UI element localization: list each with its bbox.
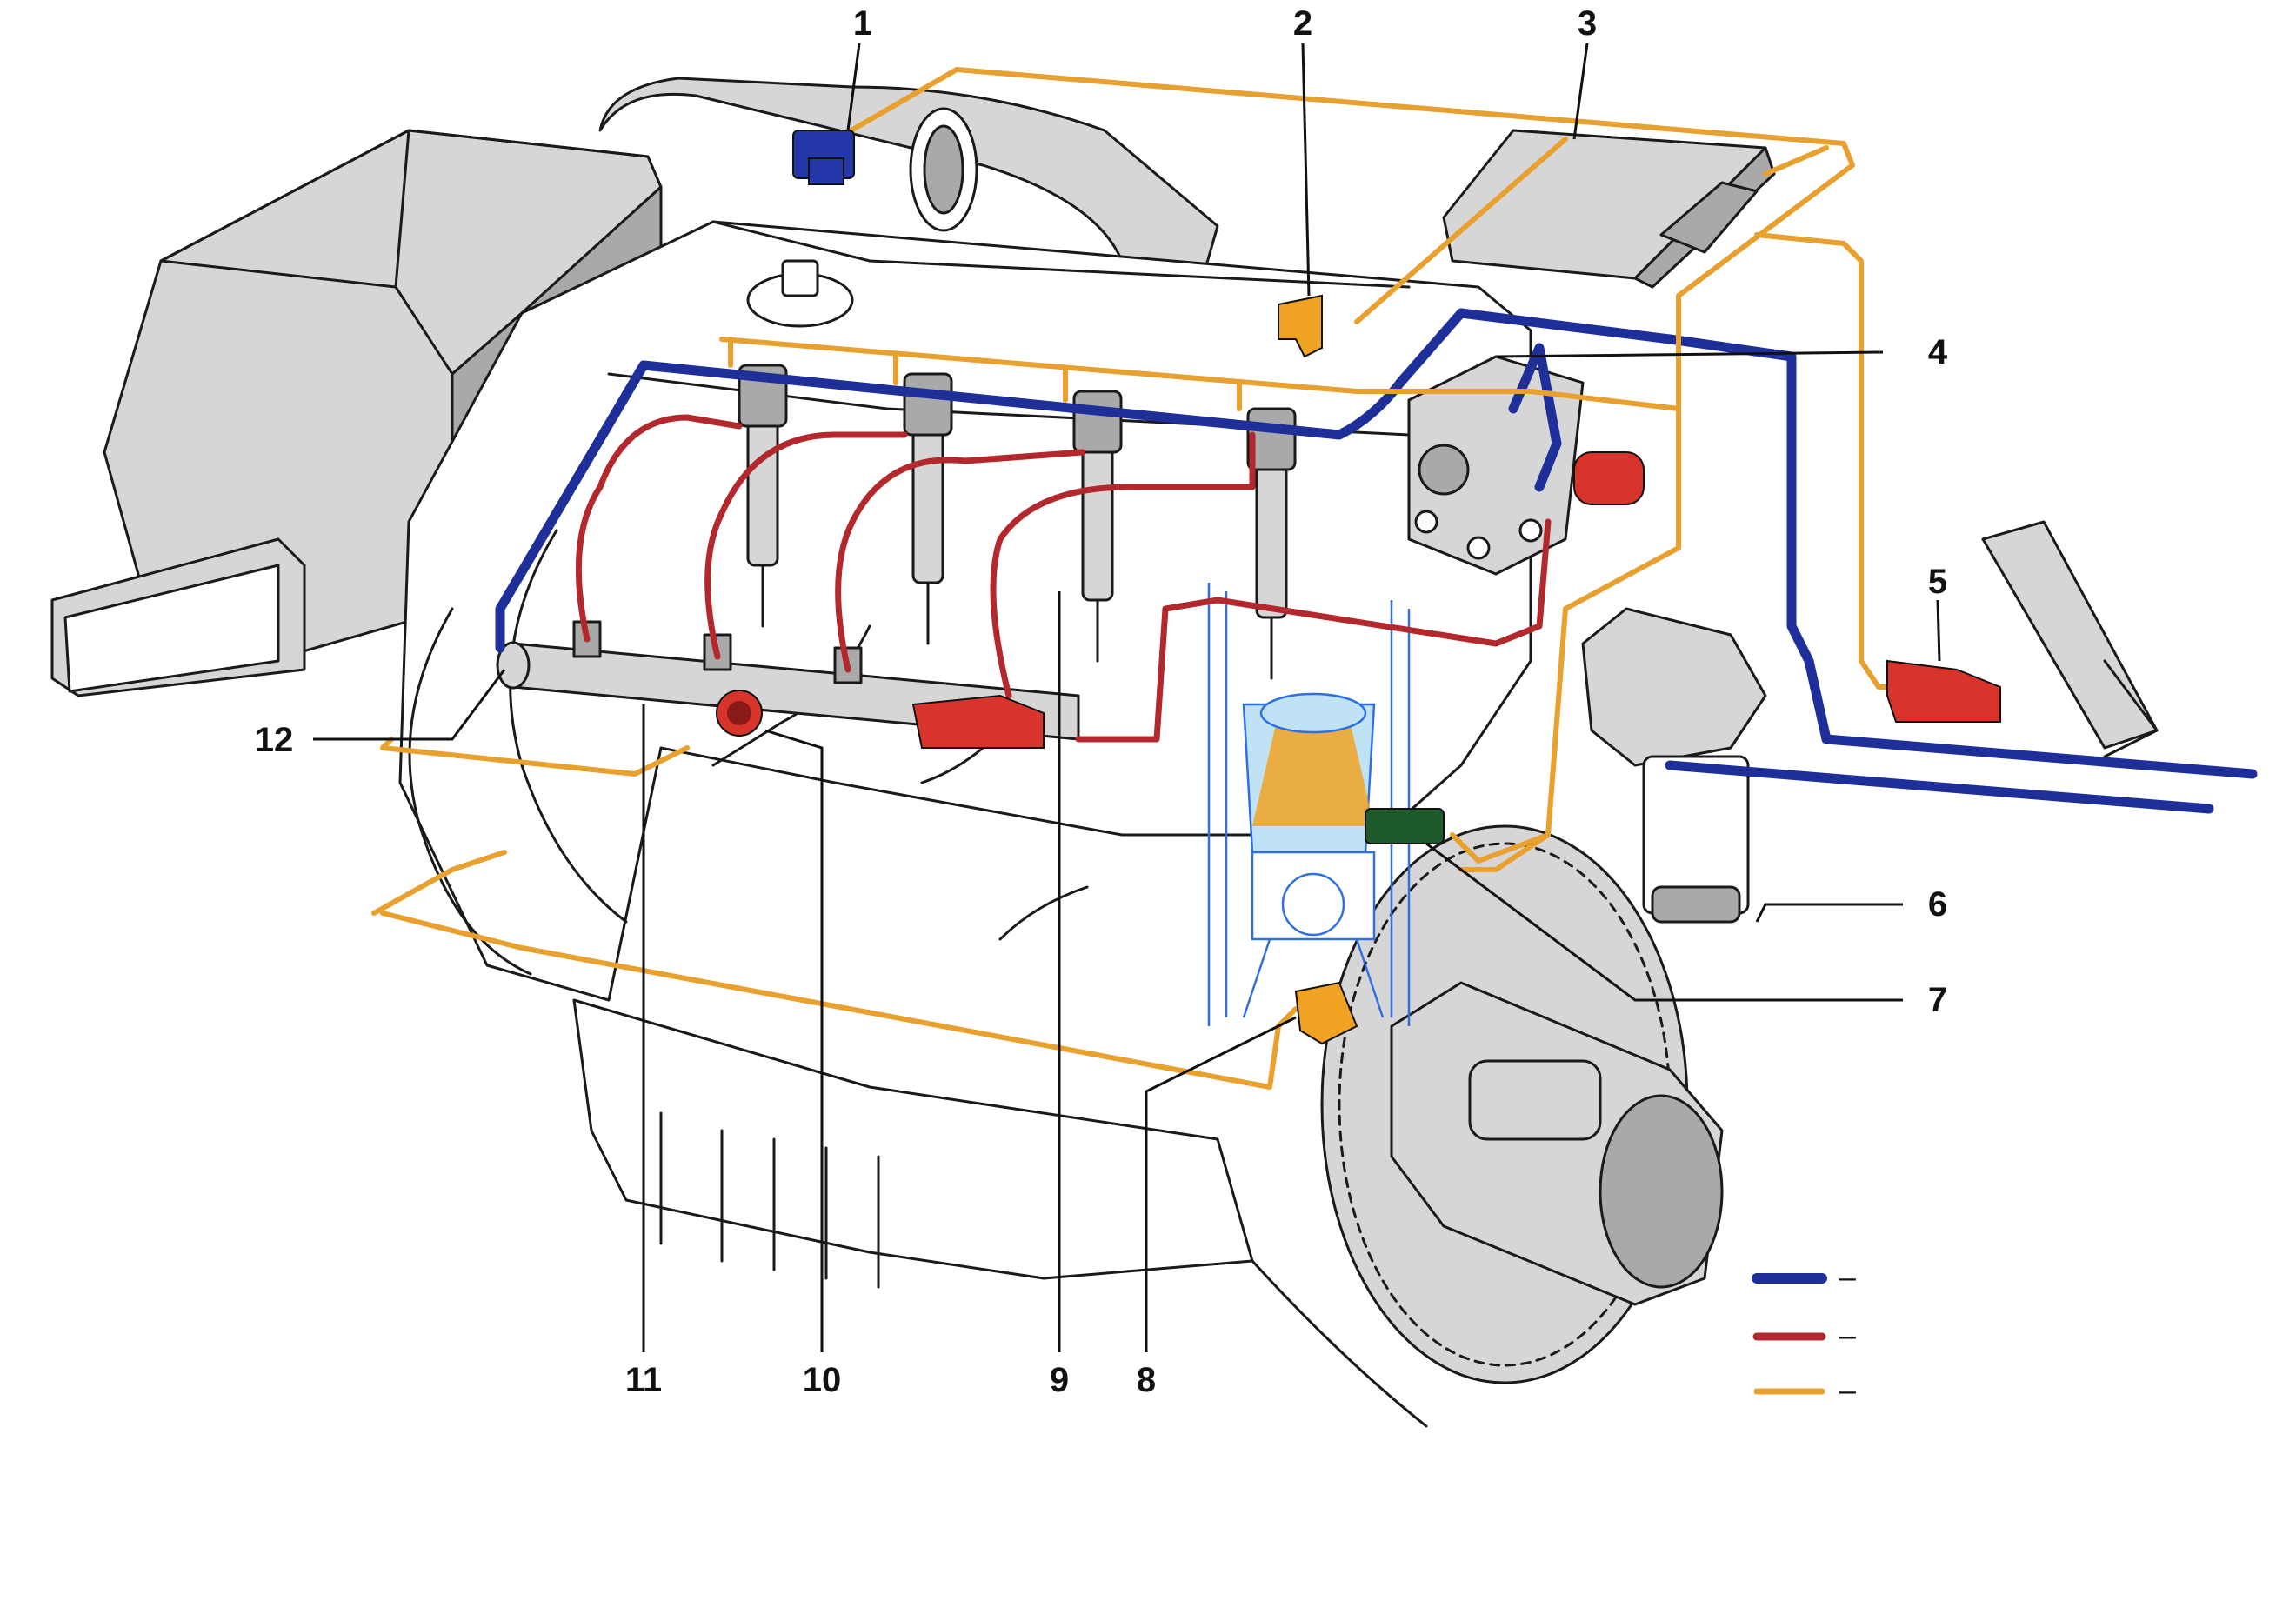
rail-pressure-sensor [716, 690, 763, 737]
starter-motor [1390, 981, 1724, 1306]
callout-11: 11 [625, 1361, 662, 1399]
legend-item-electrical: – [1753, 1374, 1856, 1407]
ecu-control-unit [1442, 129, 1776, 289]
callout-5: 5 [1928, 563, 1947, 601]
callout-2: 2 [1293, 4, 1312, 43]
legend-label-high-pressure: – [1839, 1319, 1856, 1352]
crank-speed-sensor [1294, 981, 1358, 1045]
legend-item-high-pressure: – [1752, 1319, 1856, 1352]
callout-7: 7 [1928, 981, 1947, 1019]
callout-8: 8 [1137, 1361, 1156, 1399]
callout-1: 1 [853, 4, 872, 43]
legend-item-low-pressure: – [1752, 1261, 1856, 1294]
pressure-limiter [911, 694, 1045, 749]
callout-4: 4 [1928, 333, 1948, 371]
injectors [738, 364, 1297, 680]
intake-hose [598, 77, 1219, 289]
pressure-control-valve [1573, 451, 1645, 505]
electrical-wiring [371, 67, 1933, 1090]
callout-3: 3 [1578, 4, 1597, 43]
coolant-temp-sensor [1278, 294, 1323, 358]
callout-9: 9 [1050, 1361, 1069, 1399]
fuel-filter [1581, 607, 1767, 924]
callout-labels: 1 2 3 4 5 6 7 8 9 10 11 12 [255, 4, 1948, 1399]
high-pressure-lines [575, 414, 1552, 743]
sensors [716, 130, 2001, 1045]
leader-lines [313, 43, 1941, 1352]
legend-label-low-pressure: – [1839, 1261, 1856, 1294]
high-pressure-pump [1407, 355, 1585, 576]
legend: – – – [1752, 1261, 1856, 1407]
legend-label-electrical: – [1839, 1374, 1856, 1407]
callout-6: 6 [1928, 885, 1947, 924]
accelerator-pedal [1981, 520, 2159, 758]
callout-12: 12 [255, 721, 294, 759]
air-mass-sensor [792, 130, 855, 185]
callout-10: 10 [803, 1361, 842, 1399]
cam-speed-sensor [1365, 808, 1445, 844]
cylinder-cutaway [1207, 583, 1411, 1026]
pedal-position-sensor [1886, 659, 2001, 723]
